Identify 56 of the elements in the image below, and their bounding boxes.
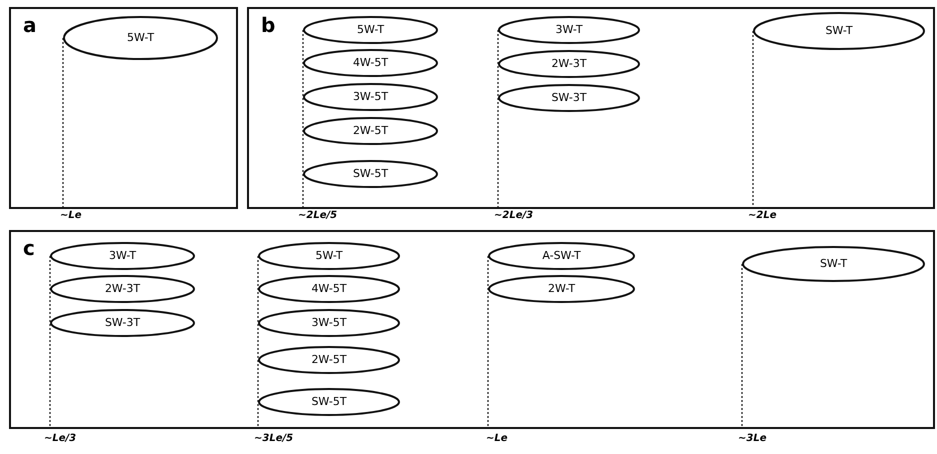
position-label: ~Le: [60, 211, 82, 221]
oval-node: [50, 275, 195, 303]
node-label: 2W-3T: [551, 58, 587, 69]
oval-node: [498, 50, 640, 78]
panel-letter: c: [23, 238, 35, 258]
position-label: ~Le: [486, 434, 508, 444]
node-label: 2W-5T: [311, 354, 347, 365]
position-label: ~Le/3: [44, 434, 76, 444]
position-label: ~2Le/5: [298, 211, 338, 221]
node-label: SW-T: [825, 24, 853, 36]
oval-node: [63, 16, 218, 60]
oval-node: [258, 275, 400, 303]
node-label: 3W-5T: [352, 90, 388, 102]
panel-letter: a: [23, 15, 36, 35]
oval-node: [303, 160, 438, 188]
panel-frame: [9, 230, 935, 429]
node-label: 4W-5T: [352, 56, 388, 68]
node-label: SW-T: [820, 258, 848, 269]
oval-node: [753, 12, 925, 50]
node-label: SW-3T: [104, 316, 140, 328]
oval-node: [50, 242, 195, 270]
oval-node: [742, 246, 925, 282]
oval-node: [50, 309, 195, 337]
oval-node: [258, 388, 400, 416]
oval-node: [303, 49, 438, 77]
panel-frame: [247, 7, 935, 209]
oval-node: [488, 242, 635, 270]
position-label: ~3Le/5: [254, 434, 294, 444]
node-label: 2W-5T: [352, 124, 388, 136]
oval-node: [303, 83, 438, 111]
oval-node: [258, 309, 400, 337]
panel-frame: [9, 7, 238, 209]
node-label: SW-5T: [311, 396, 347, 407]
panel-letter: b: [261, 15, 276, 35]
position-label: ~2Le: [748, 211, 776, 221]
oval-node: [303, 117, 438, 145]
node-label: 3W-T: [555, 24, 583, 35]
node-label: SW-5T: [352, 168, 388, 179]
node-label: A-SW-T: [542, 250, 581, 261]
oval-node: [498, 16, 640, 44]
oval-node: [258, 346, 400, 374]
node-label: 5W-T: [356, 24, 384, 35]
node-label: 4W-5T: [311, 282, 347, 294]
node-label: 3W-T: [108, 250, 136, 261]
oval-node: [303, 16, 438, 44]
position-label: ~2Le/3: [494, 211, 534, 221]
node-label: 5W-T: [126, 32, 154, 43]
node-label: 2W-T: [548, 282, 576, 294]
oval-node: [488, 275, 635, 303]
oval-node: [498, 84, 640, 112]
node-label: SW-3T: [551, 92, 587, 103]
position-label: ~3Le: [738, 434, 766, 444]
oval-node: [258, 242, 400, 270]
node-label: 3W-5T: [311, 316, 347, 328]
node-label: 2W-3T: [104, 282, 140, 294]
node-label: 5W-T: [315, 250, 343, 261]
